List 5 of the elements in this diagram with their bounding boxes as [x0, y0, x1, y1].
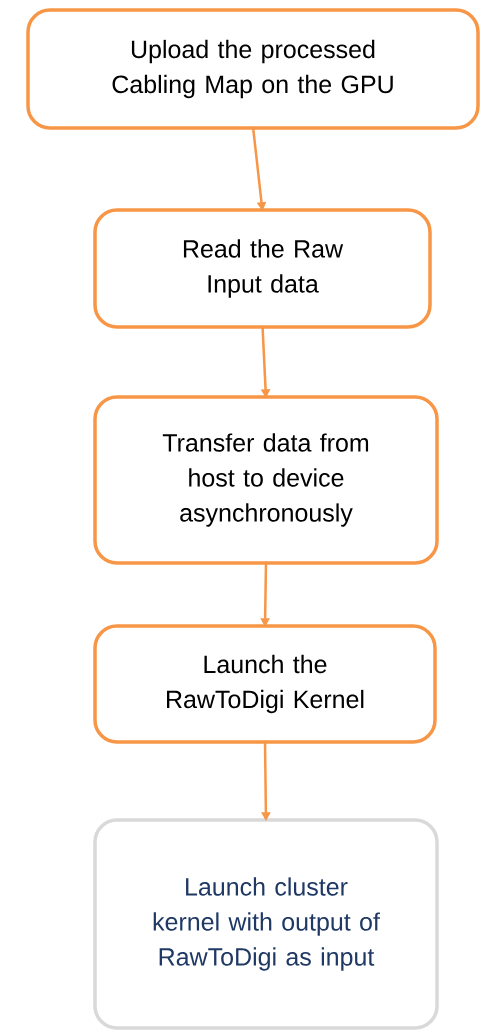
- process-box: Launch cluster kernel with output of RawToDigi as input: [93, 818, 439, 1030]
- process-box: Read the Raw Input data: [93, 208, 432, 329]
- process-box: Transfer data from host to device asynchronously: [93, 395, 439, 565]
- process-box: Upload the processed Cabling Map on the GPU: [26, 8, 480, 130]
- process-box: Launch the RawToDigi Kernel: [93, 624, 437, 744]
